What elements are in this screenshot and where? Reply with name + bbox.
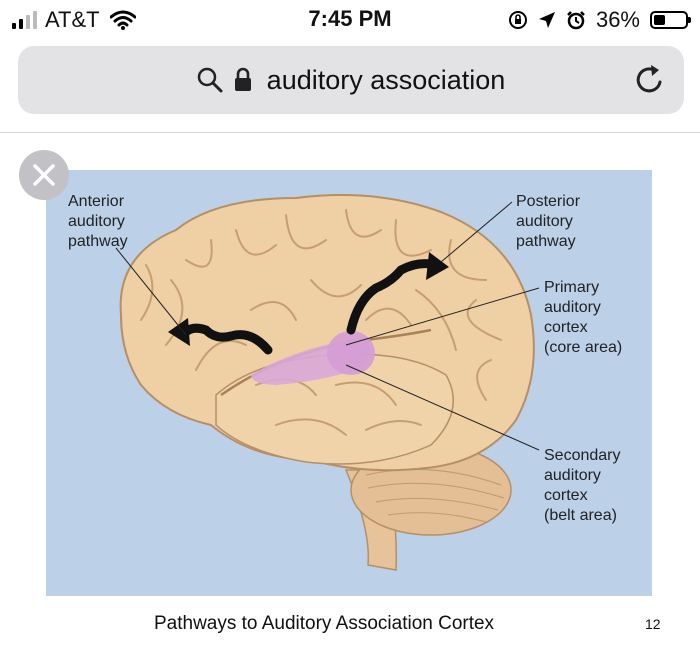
- label-line: Secondary: [544, 447, 621, 464]
- figure-caption: Pathways to Auditory Association Cortex: [154, 613, 495, 634]
- brain-illustration: [115, 194, 540, 571]
- label-line: Posterior: [516, 193, 581, 210]
- status-right-group: 36%: [508, 6, 691, 34]
- label-line: Anterior: [68, 193, 125, 210]
- browser-toolbar: auditory association: [0, 40, 700, 133]
- label-line: auditory: [68, 213, 125, 230]
- brain-figure: Anterior auditory pathway Posterior audi…: [46, 170, 652, 596]
- label-line: cortex: [544, 319, 588, 336]
- anterior-pathway-label: Anterior auditory pathway: [68, 192, 128, 252]
- rotation-lock-icon: [508, 11, 527, 29]
- secondary-cortex-label: Secondary auditory cortex (belt area): [544, 446, 621, 526]
- status-bar: AT&T 7:45 PM 36%: [0, 0, 700, 40]
- battery-level: [654, 15, 665, 25]
- label-line: pathway: [516, 233, 576, 250]
- battery-percent: 36%: [595, 7, 640, 32]
- label-line: cortex: [544, 487, 588, 504]
- close-icon: [33, 164, 55, 186]
- address-bar[interactable]: auditory association: [18, 46, 684, 114]
- address-content: auditory association: [18, 46, 684, 114]
- location-icon: [538, 12, 555, 28]
- signal-strength-icon: [12, 11, 37, 29]
- lock-icon: [234, 67, 251, 91]
- label-line: (core area): [544, 339, 623, 356]
- label-line: auditory: [516, 213, 573, 230]
- posterior-pathway-label: Posterior auditory pathway: [516, 192, 580, 252]
- label-line: auditory: [544, 467, 601, 484]
- carrier-name: AT&T: [45, 7, 100, 32]
- wifi-icon: [109, 10, 136, 30]
- label-line: (belt area): [544, 507, 617, 524]
- primary-cortex-label: Primary auditory cortex (core area): [544, 278, 622, 358]
- page-number: 12: [645, 616, 661, 632]
- carrier-group: AT&T: [12, 6, 136, 34]
- close-button[interactable]: [19, 150, 69, 200]
- label-line: auditory: [544, 299, 601, 316]
- label-line: Primary: [544, 279, 600, 296]
- label-line: pathway: [68, 233, 128, 250]
- battery-icon: [650, 11, 691, 29]
- reload-icon[interactable]: [632, 62, 668, 98]
- address-query: auditory association: [266, 64, 506, 95]
- alarm-icon: [567, 11, 585, 30]
- search-icon: [197, 67, 223, 93]
